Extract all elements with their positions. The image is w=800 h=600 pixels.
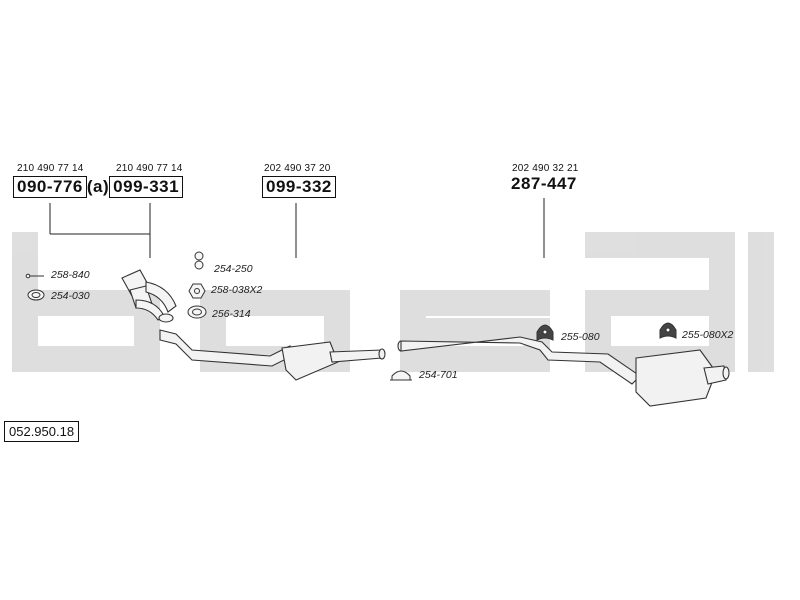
part-number[interactable]: 099-331 xyxy=(109,176,184,198)
oem-number: 202 490 32 21 xyxy=(512,163,579,174)
part-number-group: 099-332 xyxy=(262,176,336,198)
part-number[interactable]: 287-447 xyxy=(511,174,577,193)
rear-silencer-pipe xyxy=(397,336,730,407)
part-number[interactable]: 090-776 xyxy=(13,176,87,198)
rubber-hanger-icon xyxy=(536,324,554,341)
bolt-icon xyxy=(25,273,44,279)
leader-lines xyxy=(49,198,545,258)
accessory-label[interactable]: 255-080 xyxy=(561,331,600,343)
middle-pipe-catalyst xyxy=(159,329,386,381)
nut-icon xyxy=(188,283,206,299)
accessory-label[interactable]: 254-250 xyxy=(214,263,253,275)
oem-number: 202 490 37 20 xyxy=(264,163,331,174)
bosal-watermark xyxy=(12,232,774,372)
accessory-label[interactable]: 254-030 xyxy=(51,290,90,302)
accessory-label[interactable]: 254-701 xyxy=(419,369,458,381)
accessory-label[interactable]: 258-840 xyxy=(51,269,90,281)
clamp-icon xyxy=(390,370,412,381)
oem-number: 210 490 77 14 xyxy=(116,163,183,174)
spring-icon xyxy=(194,251,204,270)
gasket-icon xyxy=(187,305,207,319)
part-suffix: (a) xyxy=(86,177,110,196)
accessory-label[interactable]: 258-038X2 xyxy=(211,284,263,296)
part-number-group: 287-447 xyxy=(511,174,577,194)
clamp-icon xyxy=(27,289,45,301)
part-number-group: 090-776(a)099-331 xyxy=(13,176,184,198)
oem-number: 210 490 77 14 xyxy=(17,163,84,174)
rubber-hanger-icon xyxy=(659,322,677,339)
diagram-reference-number: 052.950.18 xyxy=(4,421,80,442)
accessory-icons xyxy=(25,251,677,381)
accessory-label[interactable]: 256-314 xyxy=(212,308,251,320)
accessory-label[interactable]: 255-080X2 xyxy=(682,329,734,341)
front-catalyst-pipe xyxy=(121,269,177,323)
part-number[interactable]: 099-332 xyxy=(262,176,336,198)
